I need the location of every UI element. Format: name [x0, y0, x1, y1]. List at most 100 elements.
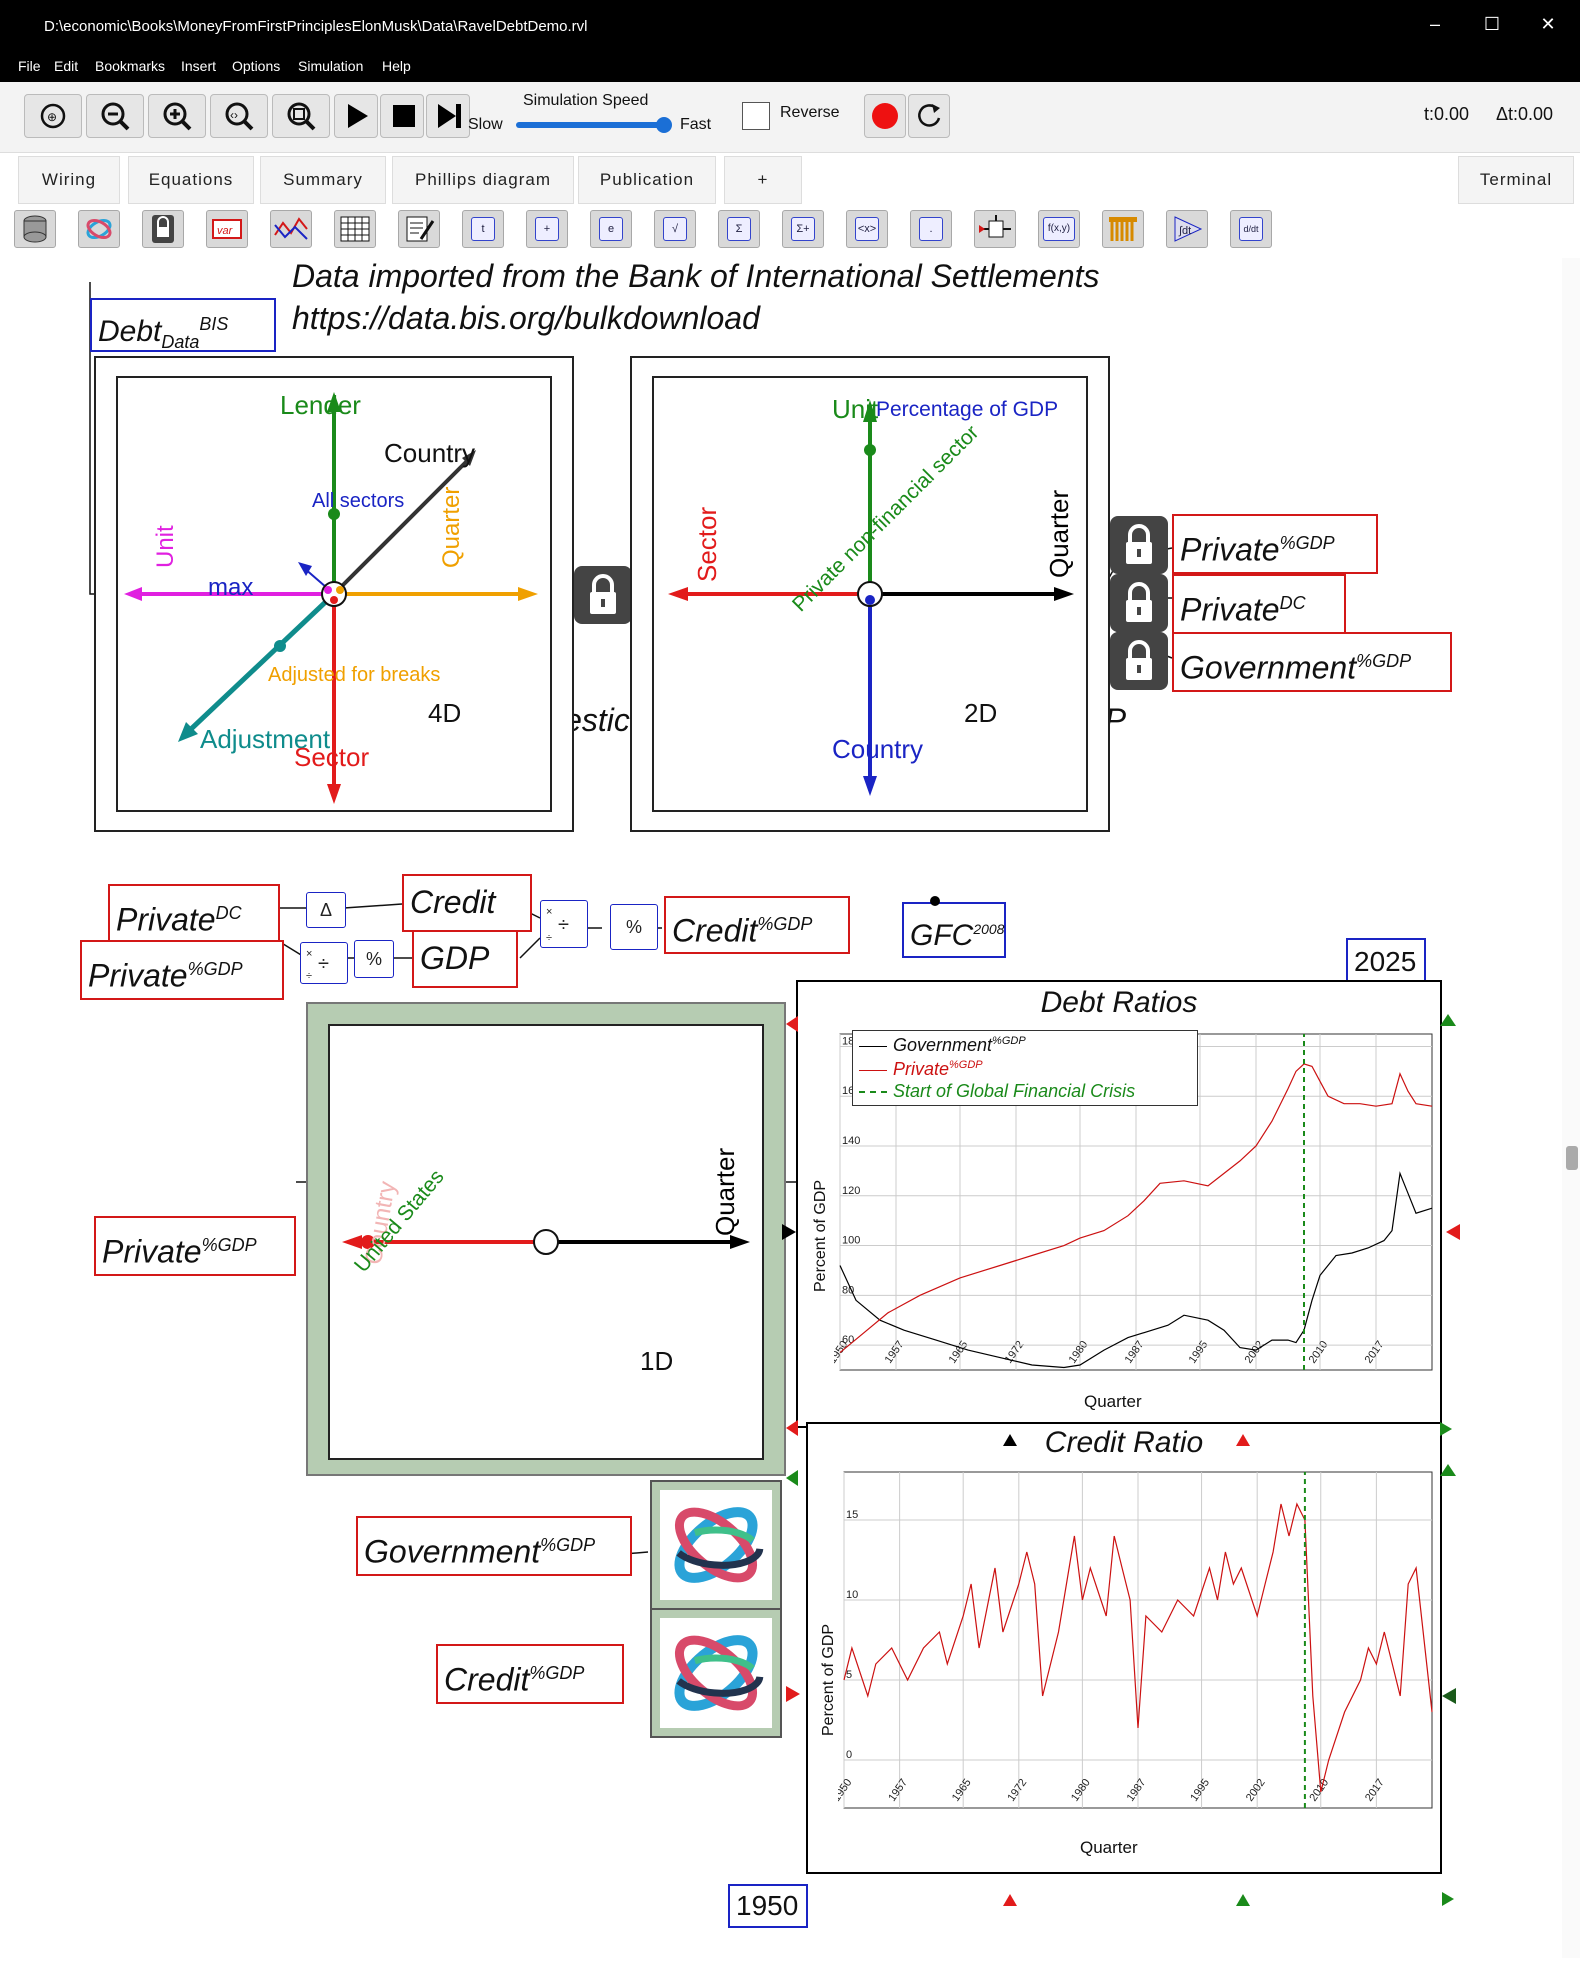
plot-port[interactable]: [786, 1016, 798, 1032]
ravel-2d[interactable]: Unit Percentage of GDP Private non-finan…: [630, 356, 1110, 832]
record-button[interactable]: [864, 94, 906, 138]
note-bis-url[interactable]: https://data.bis.org/bulkdownload: [292, 300, 760, 336]
divide-operation-2[interactable]: ÷×÷: [540, 900, 588, 948]
plot-port[interactable]: [1446, 1224, 1460, 1240]
palette-switch[interactable]: [974, 210, 1016, 248]
scrollbar-thumb[interactable]: [1566, 1146, 1578, 1170]
percent-operation-2[interactable]: %: [610, 904, 658, 950]
plot-port[interactable]: [1442, 1688, 1456, 1704]
divide-operation-1[interactable]: ÷×÷: [300, 942, 348, 984]
axis-adjustment[interactable]: Adjustment: [200, 724, 331, 754]
axis-quarter-1d[interactable]: Quarter: [710, 1147, 740, 1236]
difference-operation[interactable]: Δ: [306, 892, 346, 928]
palette-user-function[interactable]: f(x,y): [1038, 210, 1080, 248]
axis-sector-2d[interactable]: Sector: [692, 506, 722, 582]
ravel-1d-group[interactable]: Country United States Quarter 1D: [306, 1002, 786, 1476]
menu-edit[interactable]: Edit: [54, 58, 79, 74]
variable-credit[interactable]: Credit: [402, 874, 532, 932]
palette-plot[interactable]: [270, 210, 312, 248]
close-button[interactable]: ✕: [1540, 14, 1556, 34]
axis-sector-4d[interactable]: Sector: [294, 742, 370, 772]
palette-time[interactable]: t: [462, 210, 504, 248]
plot-port[interactable]: [1236, 1434, 1250, 1446]
reverse-checkbox[interactable]: [742, 102, 770, 130]
slice-percentage-of-gdp[interactable]: Percentage of GDP: [876, 398, 1059, 421]
slice-all-sectors[interactable]: All sectors: [312, 490, 405, 512]
ravel-block-credit[interactable]: [650, 1608, 782, 1738]
slice-adjusted-for-breaks[interactable]: Adjusted for breaks: [268, 664, 441, 686]
run-button[interactable]: [334, 94, 378, 138]
zoom-original-button[interactable]: [272, 94, 330, 138]
variable-government-pct-gdp-output[interactable]: Government%GDP: [1172, 632, 1452, 692]
tab-wiring[interactable]: Wiring: [18, 156, 120, 204]
slice-max[interactable]: max: [208, 574, 254, 601]
palette-add[interactable]: +: [526, 210, 568, 248]
plot-port[interactable]: [1442, 1892, 1454, 1906]
lock-button-1[interactable]: [574, 566, 632, 624]
tab-add[interactable]: +: [724, 156, 802, 204]
parameter-2025[interactable]: 2025: [1346, 938, 1426, 986]
plot-port[interactable]: [1003, 1434, 1017, 1446]
zoom-out-button[interactable]: [86, 94, 144, 138]
plot-port[interactable]: [782, 1224, 796, 1240]
stop-button[interactable]: [380, 94, 424, 138]
menu-file[interactable]: File: [18, 58, 41, 74]
tab-terminal[interactable]: Terminal: [1458, 156, 1574, 204]
variable-private-pct-gdp-input[interactable]: Private%GDP: [94, 1216, 296, 1276]
maximize-button[interactable]: ☐: [1483, 14, 1501, 34]
menu-options[interactable]: Options: [232, 58, 281, 74]
variable-gdp[interactable]: GDP: [412, 930, 518, 988]
palette-note[interactable]: [398, 210, 440, 248]
menu-help[interactable]: Help: [382, 58, 411, 74]
variable-private-dc-output[interactable]: PrivateDC: [1172, 574, 1346, 634]
palette-inner-product[interactable]: .: [910, 210, 952, 248]
plot-port[interactable]: [1236, 1894, 1250, 1906]
axis-quarter-4d[interactable]: Quarter: [438, 486, 465, 568]
ravel-block-government[interactable]: [650, 1480, 782, 1610]
zoom-in-button[interactable]: [148, 94, 206, 138]
axis-country-4d[interactable]: Country: [384, 438, 476, 468]
axis-unit-4d[interactable]: Unit: [152, 525, 179, 568]
plot-port[interactable]: [1440, 1464, 1456, 1476]
tab-publication[interactable]: Publication: [578, 156, 716, 204]
gfc-2008-parameter[interactable]: GFC2008: [902, 902, 1006, 958]
plot-port[interactable]: [786, 1470, 798, 1486]
wiring-canvas[interactable]: Data imported from the Bank of Internati…: [10, 258, 1558, 1958]
menu-insert[interactable]: Insert: [181, 58, 217, 74]
variable-government-pct-gdp-input[interactable]: Government%GDP: [356, 1516, 632, 1576]
recording-replay-button[interactable]: [908, 94, 950, 138]
palette-running-sum[interactable]: Σ+: [782, 210, 824, 248]
variable-private-pct-gdp-output[interactable]: Private%GDP: [1172, 514, 1378, 574]
menu-simulation[interactable]: Simulation: [298, 58, 364, 74]
debt-data-bis-variable[interactable]: DebtDataBIS: [90, 298, 276, 352]
variable-credit-pct-gdp-input[interactable]: Credit%GDP: [436, 1644, 624, 1704]
minimize-button[interactable]: –: [1429, 14, 1440, 34]
zoom-fit-button[interactable]: ‹›: [210, 94, 268, 138]
palette-mean[interactable]: <x>: [846, 210, 888, 248]
menu-bookmarks[interactable]: Bookmarks: [95, 58, 166, 74]
plot-port[interactable]: [786, 1686, 800, 1702]
palette-integral[interactable]: ∫dt: [1166, 210, 1208, 248]
tab-phillips-diagram[interactable]: Phillips diagram: [392, 156, 574, 204]
step-button[interactable]: [426, 94, 470, 138]
palette-sum[interactable]: Σ: [718, 210, 760, 248]
axis-unit-2d[interactable]: Unit: [832, 394, 879, 424]
parameter-1950[interactable]: 1950: [728, 1884, 808, 1928]
vertical-scrollbar[interactable]: [1562, 258, 1580, 1958]
note-bis-source[interactable]: Data imported from the Bank of Internati…: [292, 258, 1100, 294]
palette-ravel[interactable]: [78, 210, 120, 248]
palette-bank[interactable]: [1102, 210, 1144, 248]
axis-lender[interactable]: Lender: [280, 390, 361, 420]
palette-variable[interactable]: var: [206, 210, 248, 248]
tab-summary[interactable]: Summary: [260, 156, 386, 204]
lock-button-2[interactable]: [1110, 516, 1168, 574]
plot-port[interactable]: [1440, 1014, 1456, 1026]
axis-country-2d[interactable]: Country: [832, 734, 924, 764]
speed-slider[interactable]: [516, 117, 672, 133]
ravel-4d[interactable]: Lender Country Quarter Unit max All sect…: [94, 356, 574, 832]
plot-port[interactable]: [1440, 1422, 1452, 1436]
palette-sqrt[interactable]: √: [654, 210, 696, 248]
palette-euler[interactable]: e: [590, 210, 632, 248]
palette-lock[interactable]: [142, 210, 184, 248]
